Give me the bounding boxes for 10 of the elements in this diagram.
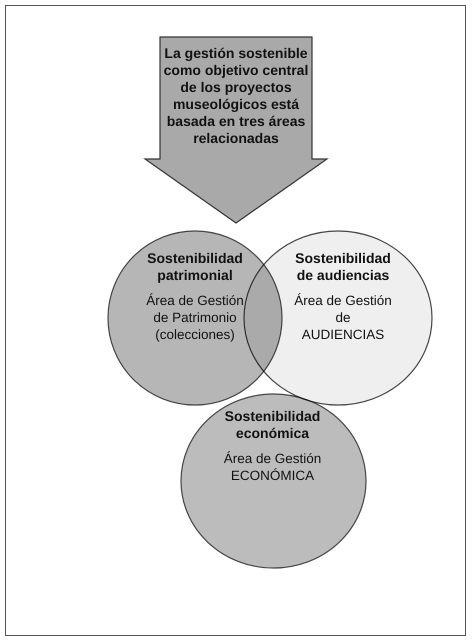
circle-heading: Sostenibilidad patrimonial <box>146 250 244 284</box>
circle-text: Área de Gestión de AUDIENCIAS <box>293 292 393 343</box>
venn-circle <box>180 393 367 569</box>
venn-circle <box>243 230 433 406</box>
arrow-callout <box>145 37 327 223</box>
circle-heading: Sostenibilidad de audiencias <box>294 250 392 284</box>
circle-heading: Sostenibilidad económica <box>224 408 322 442</box>
circle-text: Área de Gestión ECONÓMICA <box>222 450 322 484</box>
callout-text: La gestión sostenible como objetivo central de los proyectos museológicos está basada en tres áreas relacionadas <box>162 45 310 147</box>
circle-text: Área de Gestión de Patrimonio (colecciones) <box>145 292 245 343</box>
